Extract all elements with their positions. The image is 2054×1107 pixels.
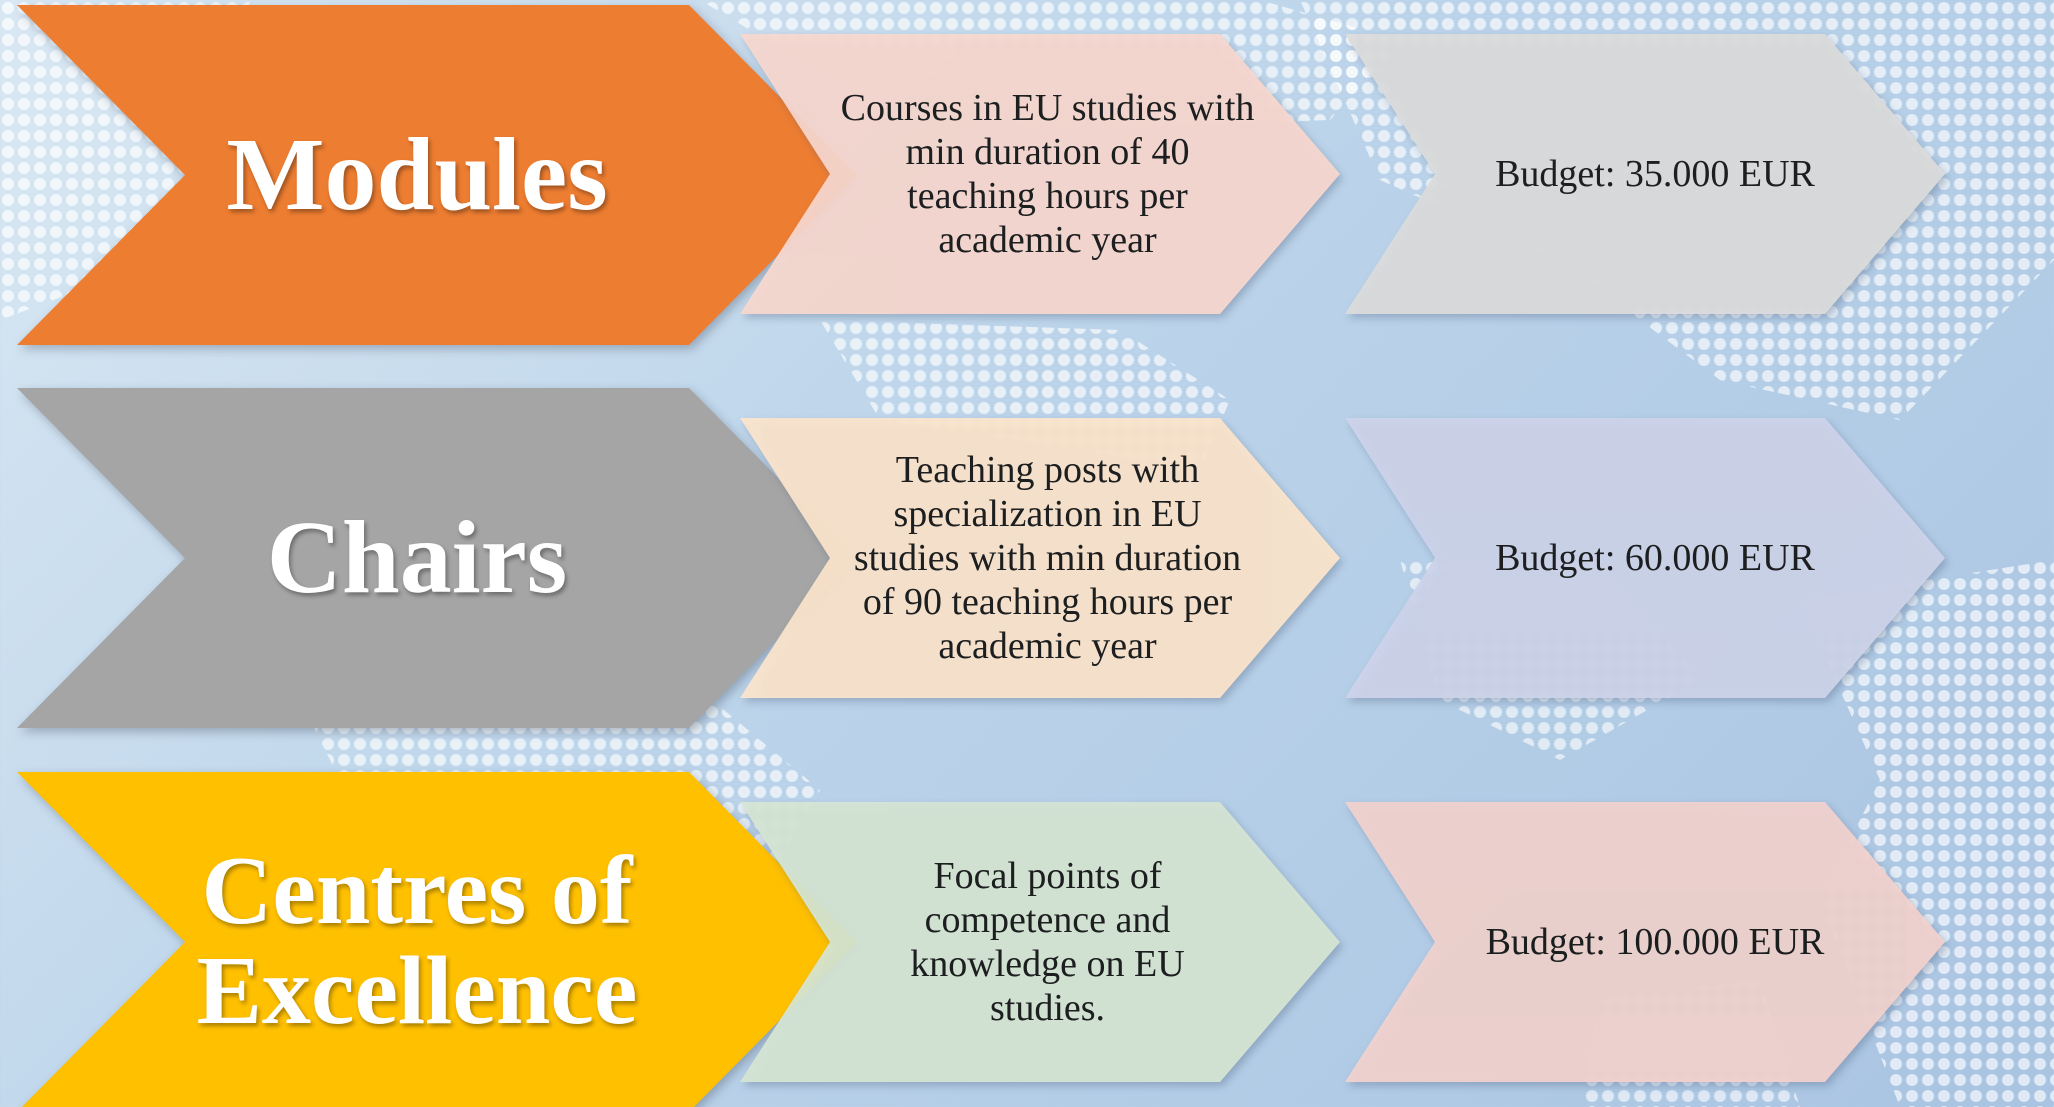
chairs-description-chevron: Teaching posts with specialization in EU… [740, 418, 1340, 698]
centres-description-chevron: Focal points of competence and knowledge… [740, 802, 1340, 1082]
centres-budget: Budget: 100.000 EUR [1485, 921, 1825, 963]
centres-title: Centres of Excellence [196, 837, 638, 1045]
centres-budget-chevron: Budget: 100.000 EUR [1345, 802, 1945, 1082]
chairs-budget: Budget: 60.000 EUR [1495, 537, 1815, 579]
chairs-description: Teaching posts with specialization in EU… [853, 449, 1242, 667]
centres-chevron: Centres of Excellence [17, 772, 857, 1107]
modules-description-chevron: Courses in EU studies with min duration … [740, 34, 1340, 314]
modules-chevron: Modules [17, 5, 857, 345]
chairs-title: Chairs [266, 499, 568, 615]
modules-budget-chevron: Budget: 35.000 EUR [1345, 34, 1945, 314]
chairs-chevron: Chairs [17, 388, 857, 728]
modules-budget: Budget: 35.000 EUR [1495, 153, 1815, 195]
modules-title: Modules [226, 116, 608, 232]
modules-description: Courses in EU studies with min duration … [840, 87, 1255, 261]
centres-description: Focal points of competence and knowledge… [910, 855, 1185, 1029]
chairs-budget-chevron: Budget: 60.000 EUR [1345, 418, 1945, 698]
